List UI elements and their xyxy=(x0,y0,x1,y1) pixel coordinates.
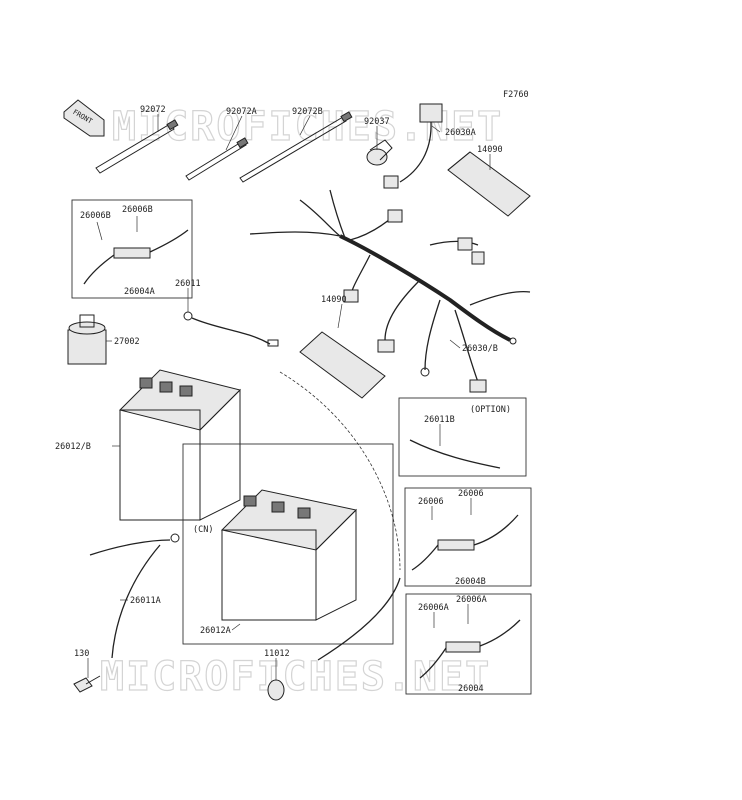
cap-27002 xyxy=(67,314,107,365)
callout-26006-right: 26006 xyxy=(458,489,484,499)
cable-26011a xyxy=(89,533,180,659)
callout-26004b: 26004B xyxy=(455,577,486,587)
option-box xyxy=(398,397,527,477)
connector-26030a xyxy=(383,103,443,189)
cover-14090-top xyxy=(447,151,531,217)
callout-92072a: 92072A xyxy=(226,107,257,117)
callout-92072: 92072 xyxy=(140,105,166,115)
option-wire-26011b xyxy=(409,439,501,469)
leader-lines xyxy=(87,114,491,680)
battery-26012a xyxy=(220,489,358,621)
cable-tie-92072a xyxy=(185,137,249,181)
routing-dash xyxy=(279,371,401,571)
fuse-box-26004a xyxy=(71,199,193,299)
fuse-holder-26004 xyxy=(419,619,521,679)
wire-lower xyxy=(317,577,401,661)
cover-14090-middle xyxy=(299,331,386,399)
option-label: (OPTION) xyxy=(470,405,511,415)
callout-27002: 27002 xyxy=(114,337,140,347)
callout-26006a-left: 26006A xyxy=(418,603,449,613)
callout-labels: 92072 92072A 92072B 92037 26030A 14090 2… xyxy=(55,105,503,694)
battery-26012b xyxy=(119,369,241,521)
cable-26011 xyxy=(183,311,279,347)
fuse-box-26004 xyxy=(405,593,532,695)
fuse-box-26004b xyxy=(404,487,532,587)
callout-14090-top: 14090 xyxy=(477,145,503,155)
callout-26011: 26011 xyxy=(175,279,201,289)
callout-92072b: 92072B xyxy=(292,107,323,117)
callout-92037: 92037 xyxy=(364,117,390,127)
callout-130: 130 xyxy=(74,649,89,659)
watermark-bottom: MICROFICHES.NET xyxy=(100,654,491,700)
main-harness-26030b xyxy=(249,189,531,393)
figure-code: F2760 xyxy=(503,90,529,100)
callout-26012a: 26012A xyxy=(200,626,231,636)
callout-11012: 11012 xyxy=(264,649,290,659)
bolt-130 xyxy=(73,675,101,693)
callout-26006b-right: 26006B xyxy=(122,205,153,215)
callout-26004a: 26004A xyxy=(124,287,155,297)
callout-26006b-left: 26006B xyxy=(80,211,111,221)
callout-26011a: 26011A xyxy=(130,596,161,606)
callout-26004: 26004 xyxy=(458,684,484,694)
cap-11012 xyxy=(267,679,285,701)
callout-26030a: 26030A xyxy=(445,128,476,138)
callout-26006a-right: 26006A xyxy=(456,595,487,605)
fuse-holder-26004b xyxy=(411,514,519,571)
cable-tie-92072b xyxy=(239,111,353,183)
callout-26030b: 26030/B xyxy=(462,344,498,354)
cn-box xyxy=(182,443,394,645)
front-arrow-icon: FRONT xyxy=(63,99,105,137)
cable-tie-92072 xyxy=(95,119,179,174)
callout-26012b: 26012/B xyxy=(55,442,91,452)
cn-label: (CN) xyxy=(193,525,213,535)
callout-26006-left: 26006 xyxy=(418,497,444,507)
fuse-holder-26004a xyxy=(83,229,189,285)
clamp-92037 xyxy=(366,139,393,166)
callout-14090-middle: 14090 xyxy=(321,295,347,305)
callout-26011b: 26011B xyxy=(424,415,455,425)
